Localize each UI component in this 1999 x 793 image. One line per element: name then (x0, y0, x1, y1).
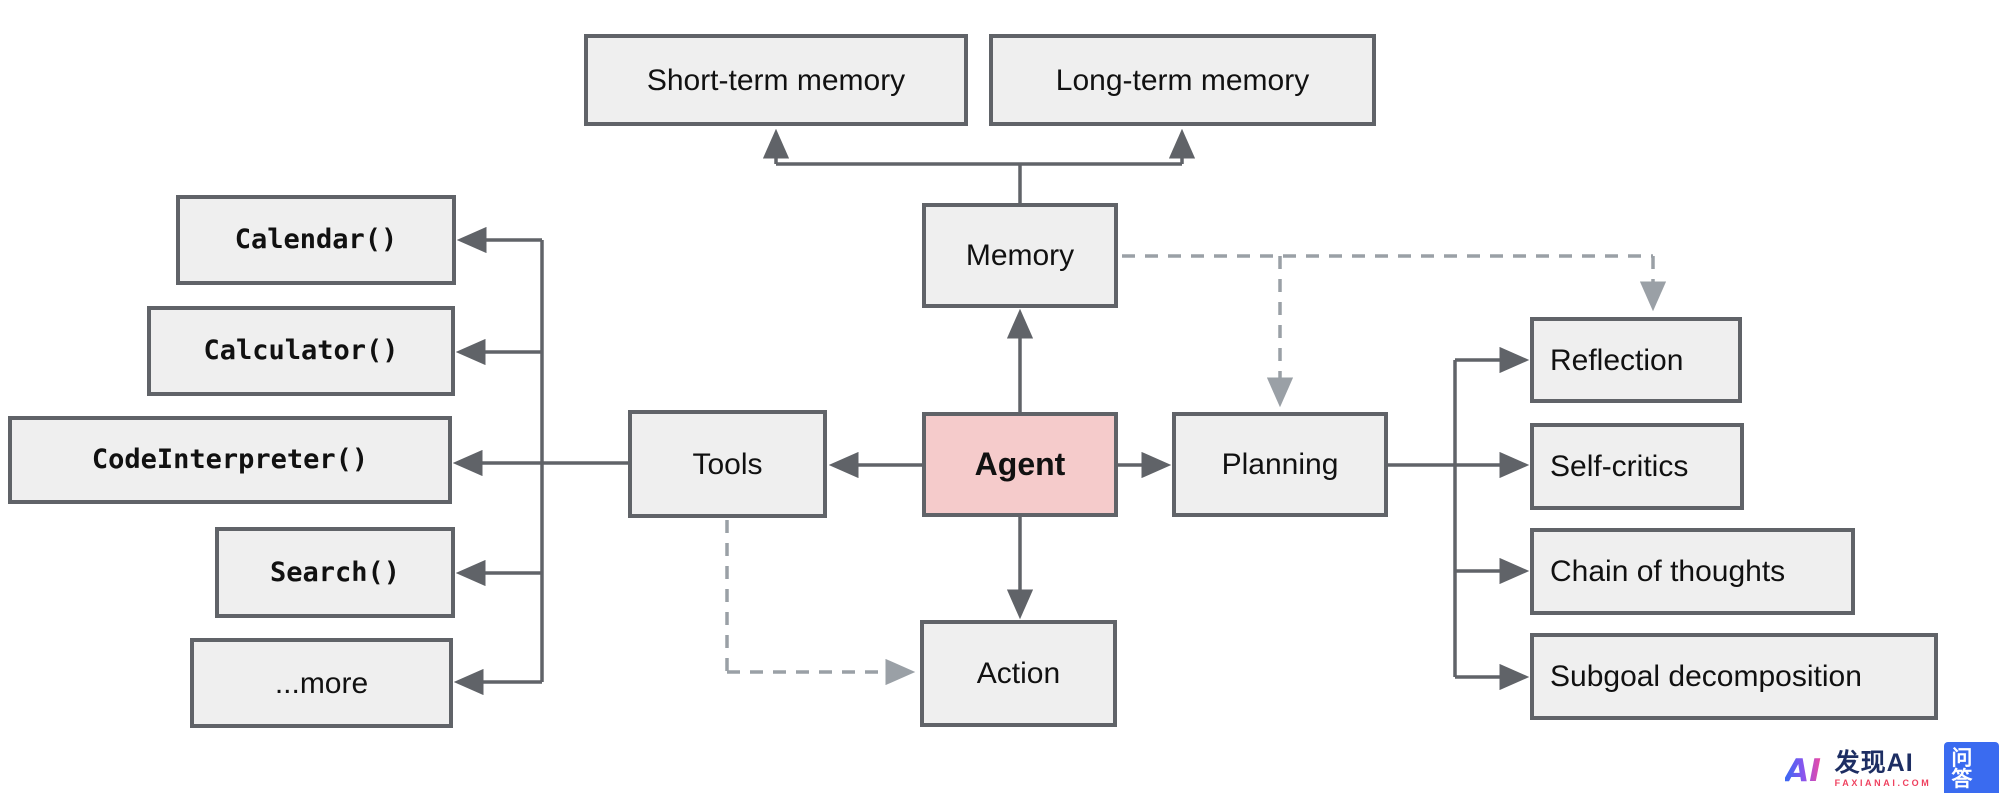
node-planning-subgoal-decomposition: Subgoal decomposition (1530, 633, 1938, 720)
watermark: AI 发现AI FAXIANAI.COM 问答 (1785, 741, 1999, 793)
node-action: Action (920, 620, 1117, 727)
node-agent: Agent (922, 412, 1118, 517)
node-planning: Planning (1172, 412, 1388, 517)
node-tool-calendar: Calendar() (176, 195, 456, 285)
node-tool-calculator: Calculator() (147, 306, 455, 396)
watermark-brand-text: 发现AI (1834, 748, 1914, 777)
connector-memory-to-memory-types (762, 128, 1196, 203)
connector-tools-fanout (452, 226, 628, 696)
node-memory: Memory (922, 203, 1118, 308)
logo-monogram-text: AI (1785, 753, 1821, 788)
watermark-badge: 问答 (1944, 741, 1999, 793)
node-tool-codeinterpreter: CodeInterpreter() (8, 416, 452, 504)
node-planning-reflection: Reflection (1530, 317, 1742, 403)
node-tools: Tools (628, 410, 827, 518)
node-tool-search: Search() (215, 527, 455, 618)
connector-dashed-tools-to-action (725, 520, 916, 686)
node-planning-self-critics: Self-critics (1530, 423, 1744, 510)
node-long-term-memory: Long-term memory (989, 34, 1376, 126)
node-tool-more: ...more (190, 638, 453, 728)
connector-planning-fanout (1388, 346, 1530, 691)
watermark-domain-text: FAXIANAI.COM (1834, 777, 1932, 788)
faxianai-logo-icon: AI (1785, 753, 1821, 788)
node-planning-chain-of-thoughts: Chain of thoughts (1530, 528, 1855, 615)
node-short-term-memory: Short-term memory (584, 34, 968, 126)
